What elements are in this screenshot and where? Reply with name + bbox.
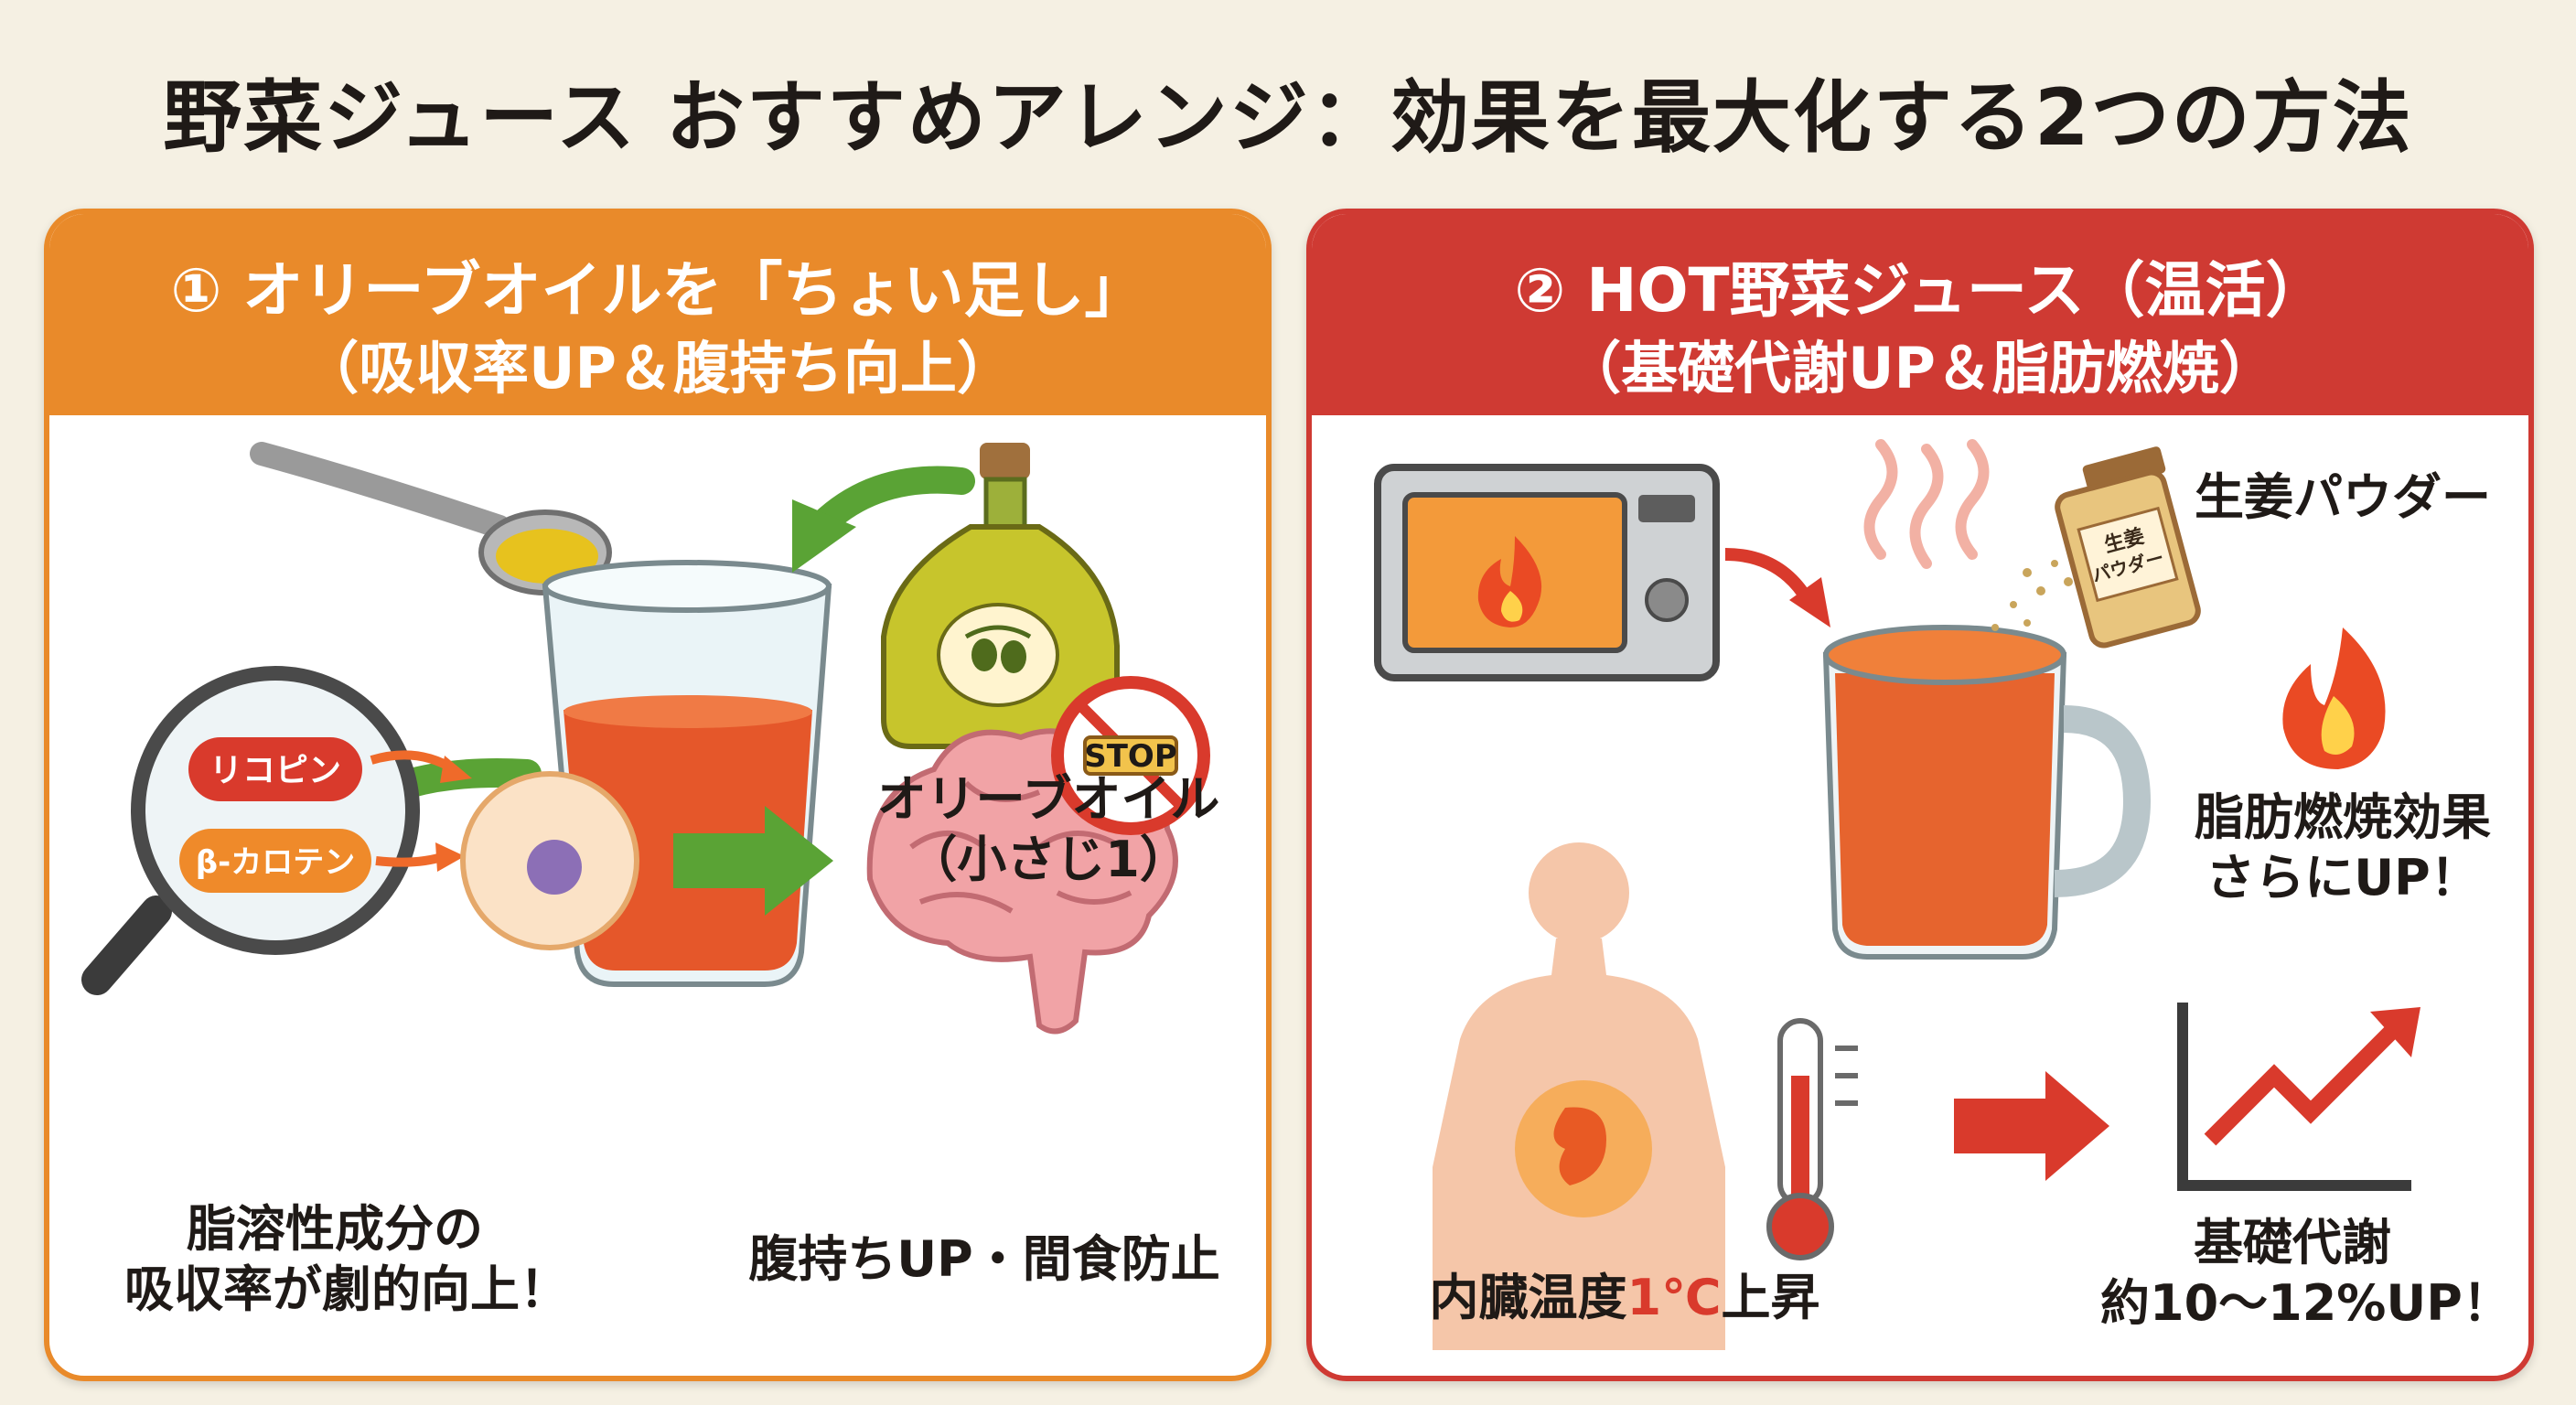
arrow-cell-to-brain-icon xyxy=(673,806,833,916)
arrow-oil-to-glass-icon xyxy=(806,466,975,541)
magnifier-icon xyxy=(81,666,420,995)
olive-oil-card-subheading: （吸収率UP＆腹持ち向上） xyxy=(302,335,1014,402)
organ-temp-prefix: 内臓温度 xyxy=(1429,1269,1627,1326)
fat-burn-caption-line1: 脂肪燃焼効果 xyxy=(2195,788,2491,846)
olive-oil-card: ① オリーブオイルを「ちょい足し」 （吸収率UP＆腹持ち向上） xyxy=(44,209,1272,1381)
page-title: 野菜ジュース おすすめアレンジ：効果を最大化する2つの方法 xyxy=(163,72,2413,164)
ginger-powder-label: 生姜パウダー xyxy=(2195,468,2491,526)
hot-juice-card-header: ② HOT野菜ジュース（温活） （基礎代謝UP＆脂肪燃焼） xyxy=(1312,214,2528,415)
metabolism-caption-line2: 約10〜12%UP！ xyxy=(2100,1274,2512,1332)
hot-juice-card-body: 生姜 パウダー xyxy=(1332,417,2512,1356)
olive-oil-illustration: リコピン β-カロテン xyxy=(81,442,1210,1035)
fat-burn-caption-line2: さらにUP！ xyxy=(2206,849,2480,906)
metabolism-caption-line1: 基礎代謝 xyxy=(2194,1214,2391,1271)
rising-chart-icon xyxy=(2177,1003,2420,1191)
olive-oil-label: オリーブオイル xyxy=(876,770,1220,828)
microwave-icon xyxy=(1374,464,1720,681)
hot-juice-card: ② HOT野菜ジュース（温活） （基礎代謝UP＆脂肪燃焼） xyxy=(1306,209,2534,1381)
hot-juice-card-heading: ② HOT野菜ジュース（温活） xyxy=(1514,255,2326,326)
thermometer-icon xyxy=(1766,1018,1858,1260)
arrow-oil-to-glass-head-icon xyxy=(792,499,856,573)
organ-temp-caption: 内臓温度1℃上昇 xyxy=(1414,1268,1835,1328)
organ-temp-suffix: 上昇 xyxy=(1721,1269,1820,1326)
ginger-powder-sprinkle-icon xyxy=(1991,551,2086,631)
fire-icon xyxy=(2282,627,2386,769)
absorption-caption: 脂溶性成分の 吸収率が劇的向上！ xyxy=(124,1199,569,1320)
betacarotene-label: β-カロテン xyxy=(196,844,355,881)
absorption-caption-line1: 脂溶性成分の xyxy=(187,1200,483,1258)
olive-oil-card-heading: ① オリーブオイルを「ちょい足し」 xyxy=(170,255,1145,326)
lycopene-pill: リコピン xyxy=(188,737,362,801)
metabolism-caption: 基礎代謝 約10〜12%UP！ xyxy=(2100,1213,2512,1334)
mug-icon xyxy=(1822,625,2152,960)
hot-juice-card-subheading: （基礎代謝UP＆脂肪燃焼） xyxy=(1564,335,2276,402)
arrow-microwave-to-mug-icon xyxy=(1724,548,1814,604)
stop-sign-text: STOP xyxy=(1084,738,1177,775)
absorption-caption-line2: 吸収率が劇的向上！ xyxy=(124,1260,569,1318)
fat-burn-caption: 脂肪燃焼効果 さらにUP！ xyxy=(2183,788,2503,908)
olive-oil-card-body: リコピン β-カロテン xyxy=(70,417,1246,1356)
steam-icon xyxy=(1863,439,1990,569)
olive-oil-quantity: （小さじ1） xyxy=(907,831,1189,888)
stop-snack-icon: STOP xyxy=(1051,676,1210,835)
human-body-icon xyxy=(1433,842,1725,1350)
organ-temp-value: 1℃ xyxy=(1626,1269,1722,1326)
olive-oil-card-header: ① オリーブオイルを「ちょい足し」 （吸収率UP＆腹持ち向上） xyxy=(49,214,1266,415)
olive-oil-bottle-icon xyxy=(881,443,1120,749)
betacarotene-pill: β-カロテン xyxy=(179,829,371,893)
hot-juice-illustration: 生姜 パウダー xyxy=(1374,439,2420,1350)
lycopene-label: リコピン xyxy=(209,752,341,789)
satiety-caption: 腹持ちUP・間食防止 xyxy=(748,1230,1220,1288)
ginger-jar-icon: 生姜 パウダー xyxy=(2055,446,2201,649)
arrow-temp-to-metabolism-icon xyxy=(1954,1071,2109,1181)
cell-icon xyxy=(460,771,639,950)
olive-oil-amount-label: オリーブオイル （小さじ1） xyxy=(875,769,1222,890)
